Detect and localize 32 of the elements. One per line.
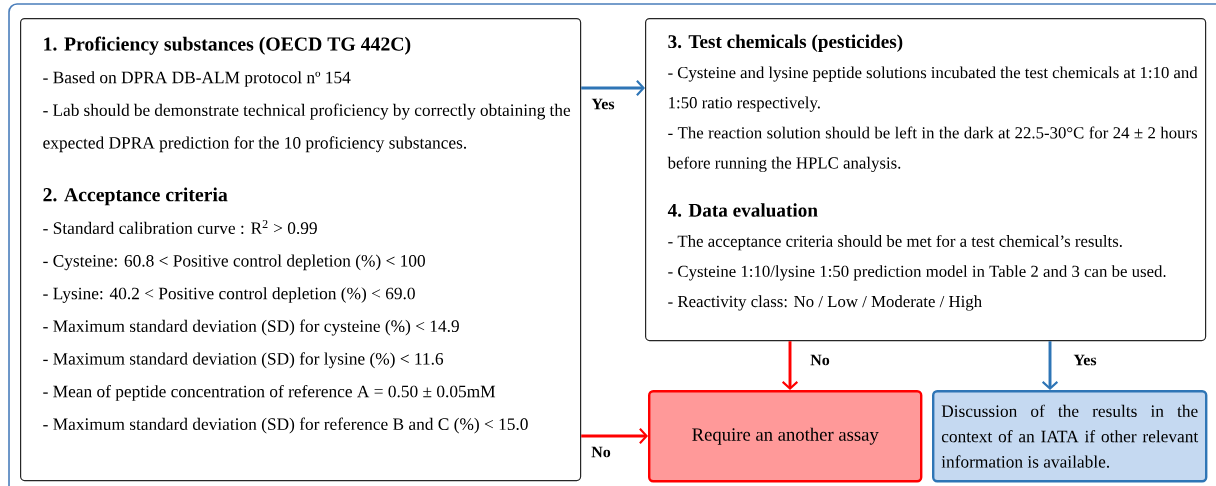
bullet-text: - Based on DPRA DB-ALM protocol nº 154 [43, 71, 351, 87]
bullet-text: Require an another assay [692, 427, 879, 445]
text-box [645, 18, 1207, 342]
text-box [20, 18, 582, 482]
bullet-text: - The reaction solution should be left in the dark at 22.5-30°C for 24 ± 2 hours before running the HPLC analysis. [667, 126, 1198, 173]
bullet-text: - Cysteine 1:10/lysine 1:50 prediction model in Table 2 and 3 can be used. [668, 265, 1166, 281]
bullet-text: - Maximum standard deviation (SD) for lysine (%) < 11.6 [43, 352, 444, 369]
edge-label: Yes [590, 97, 616, 111]
bullet-text: - Mean of peptide concentration of reference A = 0.50 ± 0.05mM [43, 384, 496, 401]
bullet-text: - Maximum standard deviation (SD) for reference B and C (%) < 15.0 [43, 417, 528, 434]
section-heading: 2. Acceptance criteria [43, 187, 228, 206]
bullet-text: - Cysteine: 60.8 < Positive control depletion (%) < 100 [43, 254, 425, 271]
bullet-text: - Maximum standard deviation (SD) for cysteine (%) < 14.9 [43, 319, 459, 336]
arrow [781, 341, 799, 390]
arrow [581, 427, 648, 445]
edge-label: No [808, 353, 832, 367]
section-heading: 1. Proficiency substances (OECD TG 442C) [44, 36, 411, 55]
process-box [648, 390, 923, 483]
arrow [581, 79, 645, 97]
section-heading: 4. Data evaluation [667, 203, 818, 217]
bullet-text: - The acceptance criteria should be met for a test chemical’s results. [668, 234, 1122, 251]
arrow [1041, 341, 1059, 390]
bullet-text: - Reactivity class: No / Low / Moderate / High [668, 295, 982, 311]
bullet-text: - Cysteine and lysine peptide solutions incubated the test chemicals at 1:10 and 1:50 ratio respectively. [668, 66, 1198, 112]
bullet-text: - Standard calibration curve : R$^{2}$ > 0.99 [43, 220, 317, 235]
bullet-text: - Lysine: 40.2 < Positive control depletion (%) < 69.0 [43, 287, 415, 303]
bullet-text: - Lab should be demonstrate technical proficiency by correctly obtaining the expected DPRA prediction for the 10 proficiency substances. [43, 103, 571, 153]
section-heading: 3. Test chemicals (pesticides) [668, 34, 903, 52]
edge-label: No [589, 445, 613, 459]
result-box [932, 390, 1208, 483]
edge-label: Yes [1072, 353, 1098, 367]
bullet-text: Discussion of the results in the context of an IATA if other relevant information is available. [941, 404, 1199, 468]
